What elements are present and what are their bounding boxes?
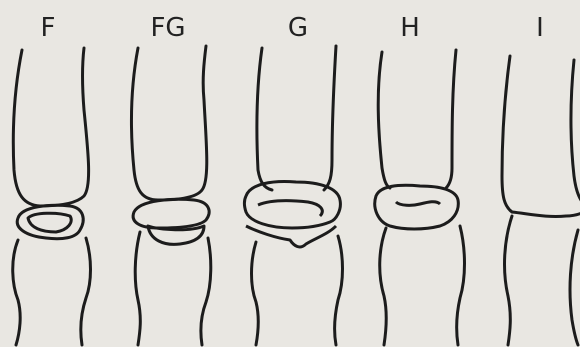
bone-stage-i (502, 56, 580, 345)
stage-label-h: H (400, 13, 420, 43)
bone-stage-g (245, 46, 343, 345)
stage-label-g: G (288, 13, 308, 43)
stage-label-fg: FG (150, 13, 185, 43)
bone-stage-f (13, 48, 91, 345)
bone-stage-fg (131, 46, 210, 345)
bone-stage-h (375, 50, 465, 345)
stage-label-i: I (536, 13, 544, 43)
stage-label-f: F (41, 13, 56, 43)
